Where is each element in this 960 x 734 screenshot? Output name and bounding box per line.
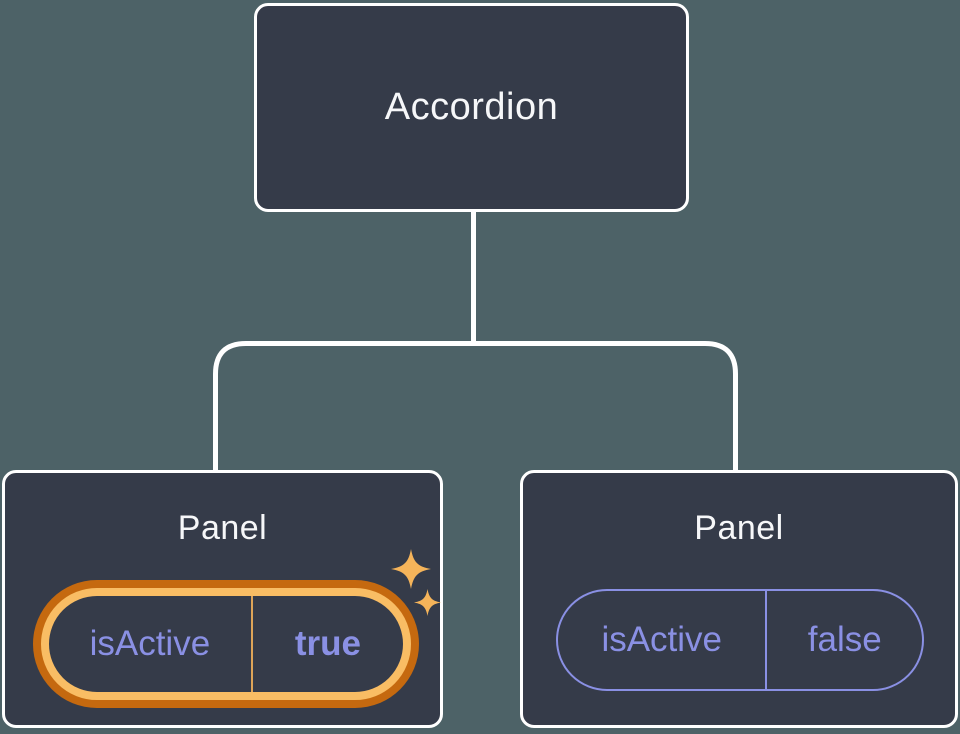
component-label: Panel [177,509,268,547]
component-node-panel-active: Panel isActive true [2,470,443,728]
sparkle-icon [391,549,431,589]
sparkle-icon [414,589,441,616]
state-value-label: true [294,624,361,663]
state-key-label: isActive [49,596,253,692]
state-key-label: isActive [558,591,768,689]
component-node-accordion: Accordion [254,3,689,212]
component-node-panel-inactive: Panel isActive false [520,470,958,728]
state-pill-active: isActive true [41,588,411,700]
component-label: Accordion [384,86,559,128]
state-value-label: false [807,620,882,659]
component-label: Panel [694,509,784,547]
state-pill-inactive: isActive false [556,589,924,691]
